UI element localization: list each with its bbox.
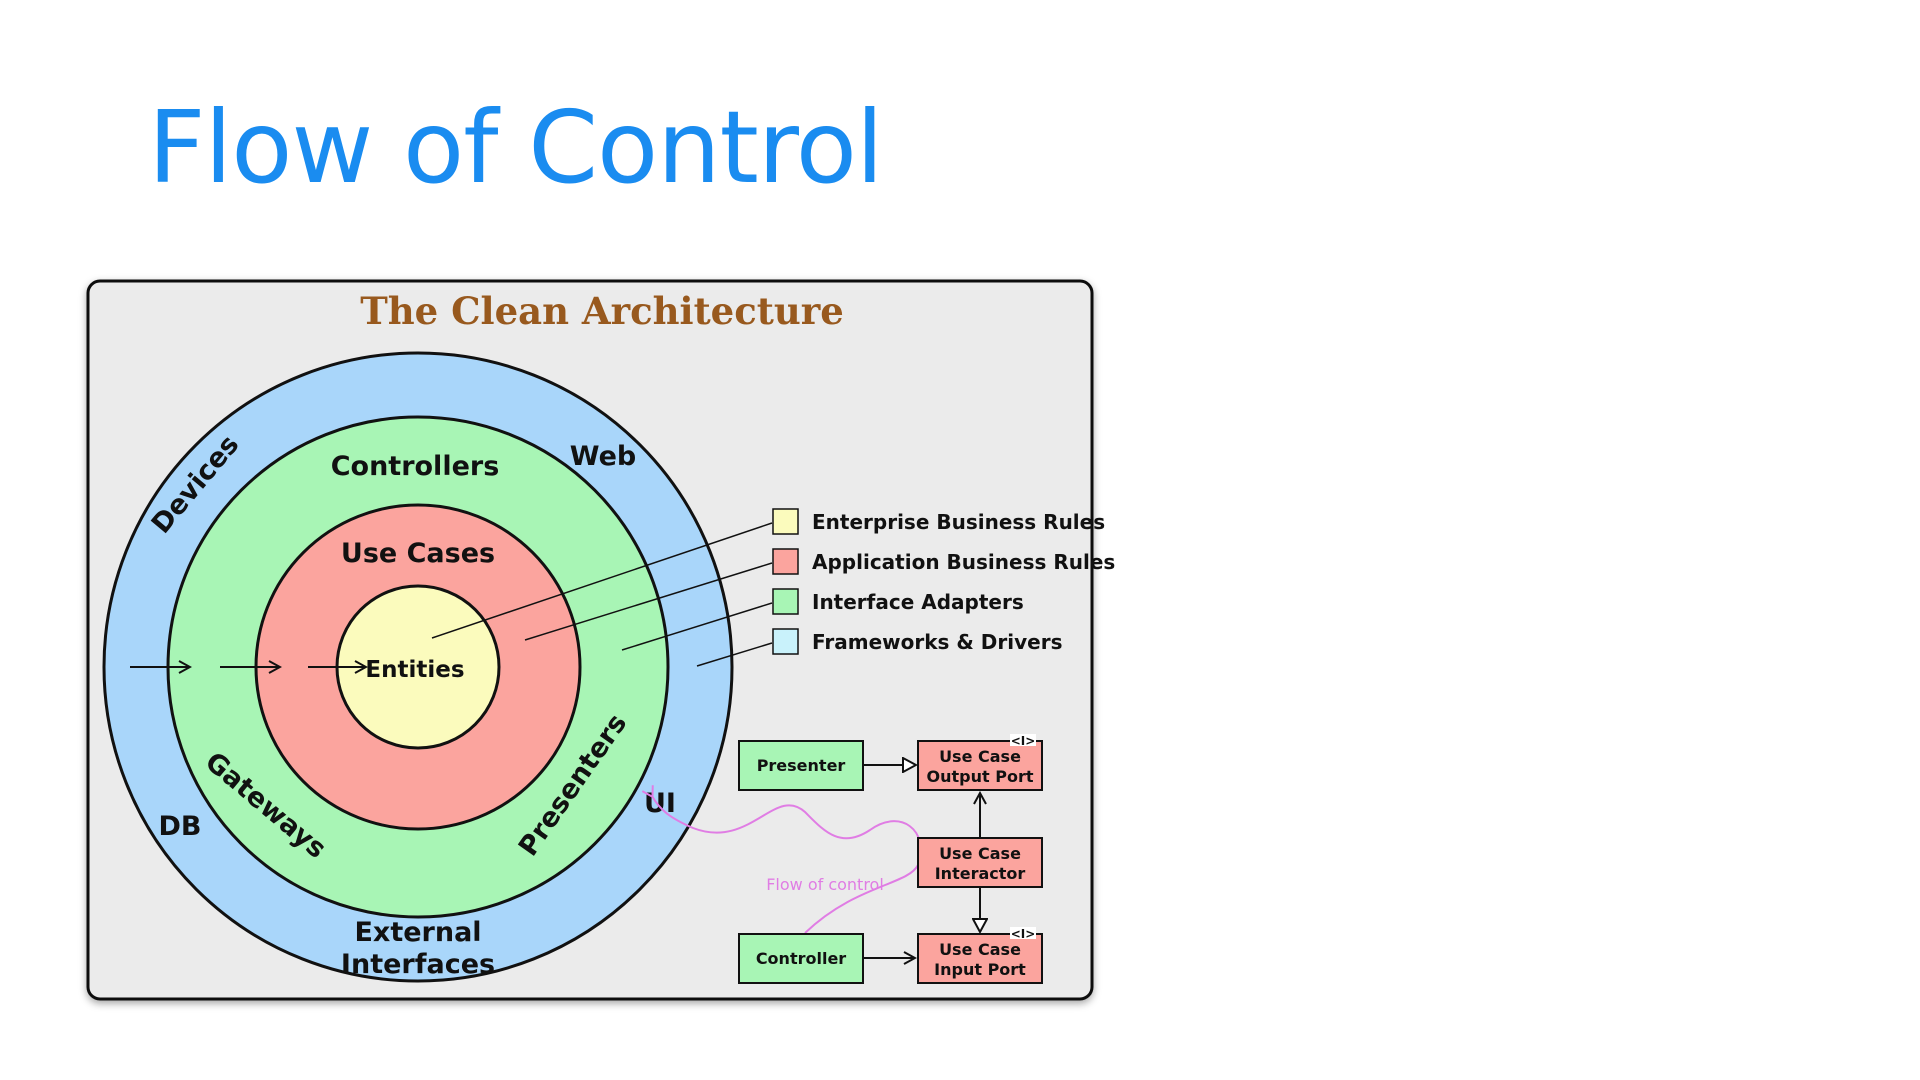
diagram-title: The Clean Architecture (360, 289, 844, 333)
flow-of-control-label: Flow of control (766, 875, 884, 894)
legend-label-interface-adapters: Interface Adapters (812, 590, 1024, 614)
ring-label-external: External (354, 917, 481, 948)
ring-label-controllers: Controllers (331, 451, 500, 482)
legend-leader-entities (431, 522, 773, 639)
legend-swatch-frameworks (772, 628, 799, 655)
legend-label-frameworks: Frameworks & Drivers (812, 630, 1063, 654)
legend-leader-use-cases (524, 562, 773, 641)
controller-box (738, 933, 864, 984)
input-port-interface-marker: <I> (1011, 927, 1036, 941)
ring-label-db: DB (159, 811, 202, 842)
legend-swatch-enterprise (772, 508, 799, 535)
legend-swatch-application (772, 548, 799, 575)
input-port-interface-marker-bg (1010, 927, 1036, 939)
ring-label-web: Web (570, 441, 636, 472)
use-case-input-port-box (917, 933, 1043, 984)
legend-leader-adapters (621, 602, 773, 651)
flow-of-control-curve (641, 785, 922, 934)
legend-leader-frameworks (696, 642, 773, 667)
legend-label-enterprise: Enterprise Business Rules (812, 510, 1105, 534)
use-case-output-port-label-line1: Use Case (939, 747, 1021, 766)
use-case-interactor-label-line2: Interactor (935, 864, 1026, 883)
ring-label-use-cases: Use Cases (341, 538, 495, 569)
output-port-interface-marker: <I> (1011, 734, 1036, 748)
presenter-box (738, 740, 864, 791)
legend-label-application: Application Business Rules (812, 550, 1115, 574)
slide-title: Flow of Control (148, 89, 884, 206)
use-case-interactor-label-line1: Use Case (939, 844, 1021, 863)
legend: Enterprise Business Rules Application Bu… (772, 508, 1115, 655)
use-case-input-port-label-line2: Input Port (934, 960, 1026, 979)
ring-label-ui: UI (644, 788, 676, 819)
output-port-interface-marker-bg (1010, 734, 1036, 746)
use-case-output-port-label-line2: Output Port (927, 767, 1034, 786)
flow-of-control-diagram: Flow of control Presenter Use Case Outpu… (641, 734, 1043, 984)
ring-label-entities: Entities (365, 657, 464, 683)
use-case-input-port-label-line1: Use Case (939, 940, 1021, 959)
ring-label-interfaces: Interfaces (341, 949, 495, 980)
use-case-interactor-box (917, 837, 1043, 888)
use-case-output-port-box (917, 740, 1043, 791)
presenter-label: Presenter (757, 756, 846, 775)
controller-label: Controller (756, 949, 846, 968)
legend-swatch-interface-adapters (772, 588, 799, 615)
